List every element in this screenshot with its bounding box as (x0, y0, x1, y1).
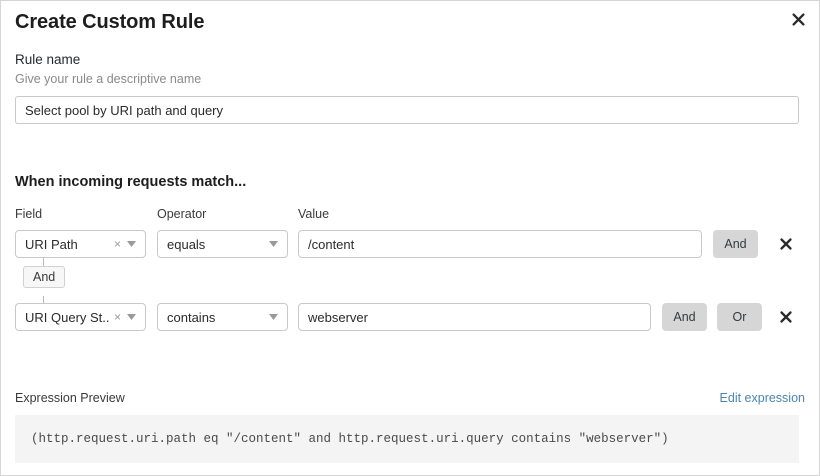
and-button[interactable]: And (713, 230, 758, 258)
field-select-value: URI Path (25, 236, 78, 252)
column-header-field: Field (15, 207, 43, 221)
field-select-value: URI Query St... (25, 309, 109, 325)
operator-select-value: equals (167, 236, 206, 252)
remove-condition-icon[interactable] (775, 306, 797, 328)
connector-line-top (43, 258, 44, 266)
operator-select[interactable]: equals (157, 230, 288, 258)
expression-preview-code: (http.request.uri.path eq "/content" and… (15, 415, 799, 463)
expression-preview-header: Expression Preview Edit expression (15, 391, 805, 409)
rule-name-label: Rule name (15, 52, 81, 67)
value-input[interactable] (298, 303, 651, 331)
expression-preview-label: Expression Preview (15, 391, 125, 405)
clear-icon[interactable]: × (113, 237, 121, 251)
and-button[interactable]: And (662, 303, 707, 331)
column-header-operator: Operator (157, 207, 207, 221)
chevron-down-icon[interactable] (127, 314, 136, 320)
rule-name-help: Give your rule a descriptive name (15, 72, 202, 86)
remove-condition-icon[interactable] (775, 233, 797, 255)
connector-line-bottom (43, 296, 44, 303)
match-section-title: When incoming requests match... (15, 174, 247, 190)
chevron-down-icon[interactable] (127, 241, 136, 247)
field-select[interactable]: URI Path × (15, 230, 146, 258)
operator-select[interactable]: contains (157, 303, 288, 331)
rule-name-block: Rule name Give your rule a descriptive n… (15, 51, 799, 124)
close-icon[interactable] (787, 8, 809, 30)
edit-expression-link[interactable]: Edit expression (719, 391, 805, 405)
condition-row: URI Query St... × contains And Or (1, 303, 819, 331)
chevron-down-icon[interactable] (269, 241, 278, 247)
connector-and-badge[interactable]: And (23, 266, 66, 288)
condition-connector: And (15, 258, 135, 306)
condition-row: URI Path × equals And (1, 230, 819, 258)
value-input[interactable] (298, 230, 702, 258)
column-header-value: Value (298, 207, 330, 221)
rule-name-input[interactable] (15, 96, 799, 124)
or-button[interactable]: Or (717, 303, 762, 331)
chevron-down-icon[interactable] (269, 314, 278, 320)
operator-select-value: contains (167, 309, 216, 325)
field-select[interactable]: URI Query St... × (15, 303, 146, 331)
dialog-title: Create Custom Rule (15, 11, 205, 33)
condition-column-headers: Field Operator Value (1, 207, 819, 225)
clear-icon[interactable]: × (113, 310, 121, 324)
